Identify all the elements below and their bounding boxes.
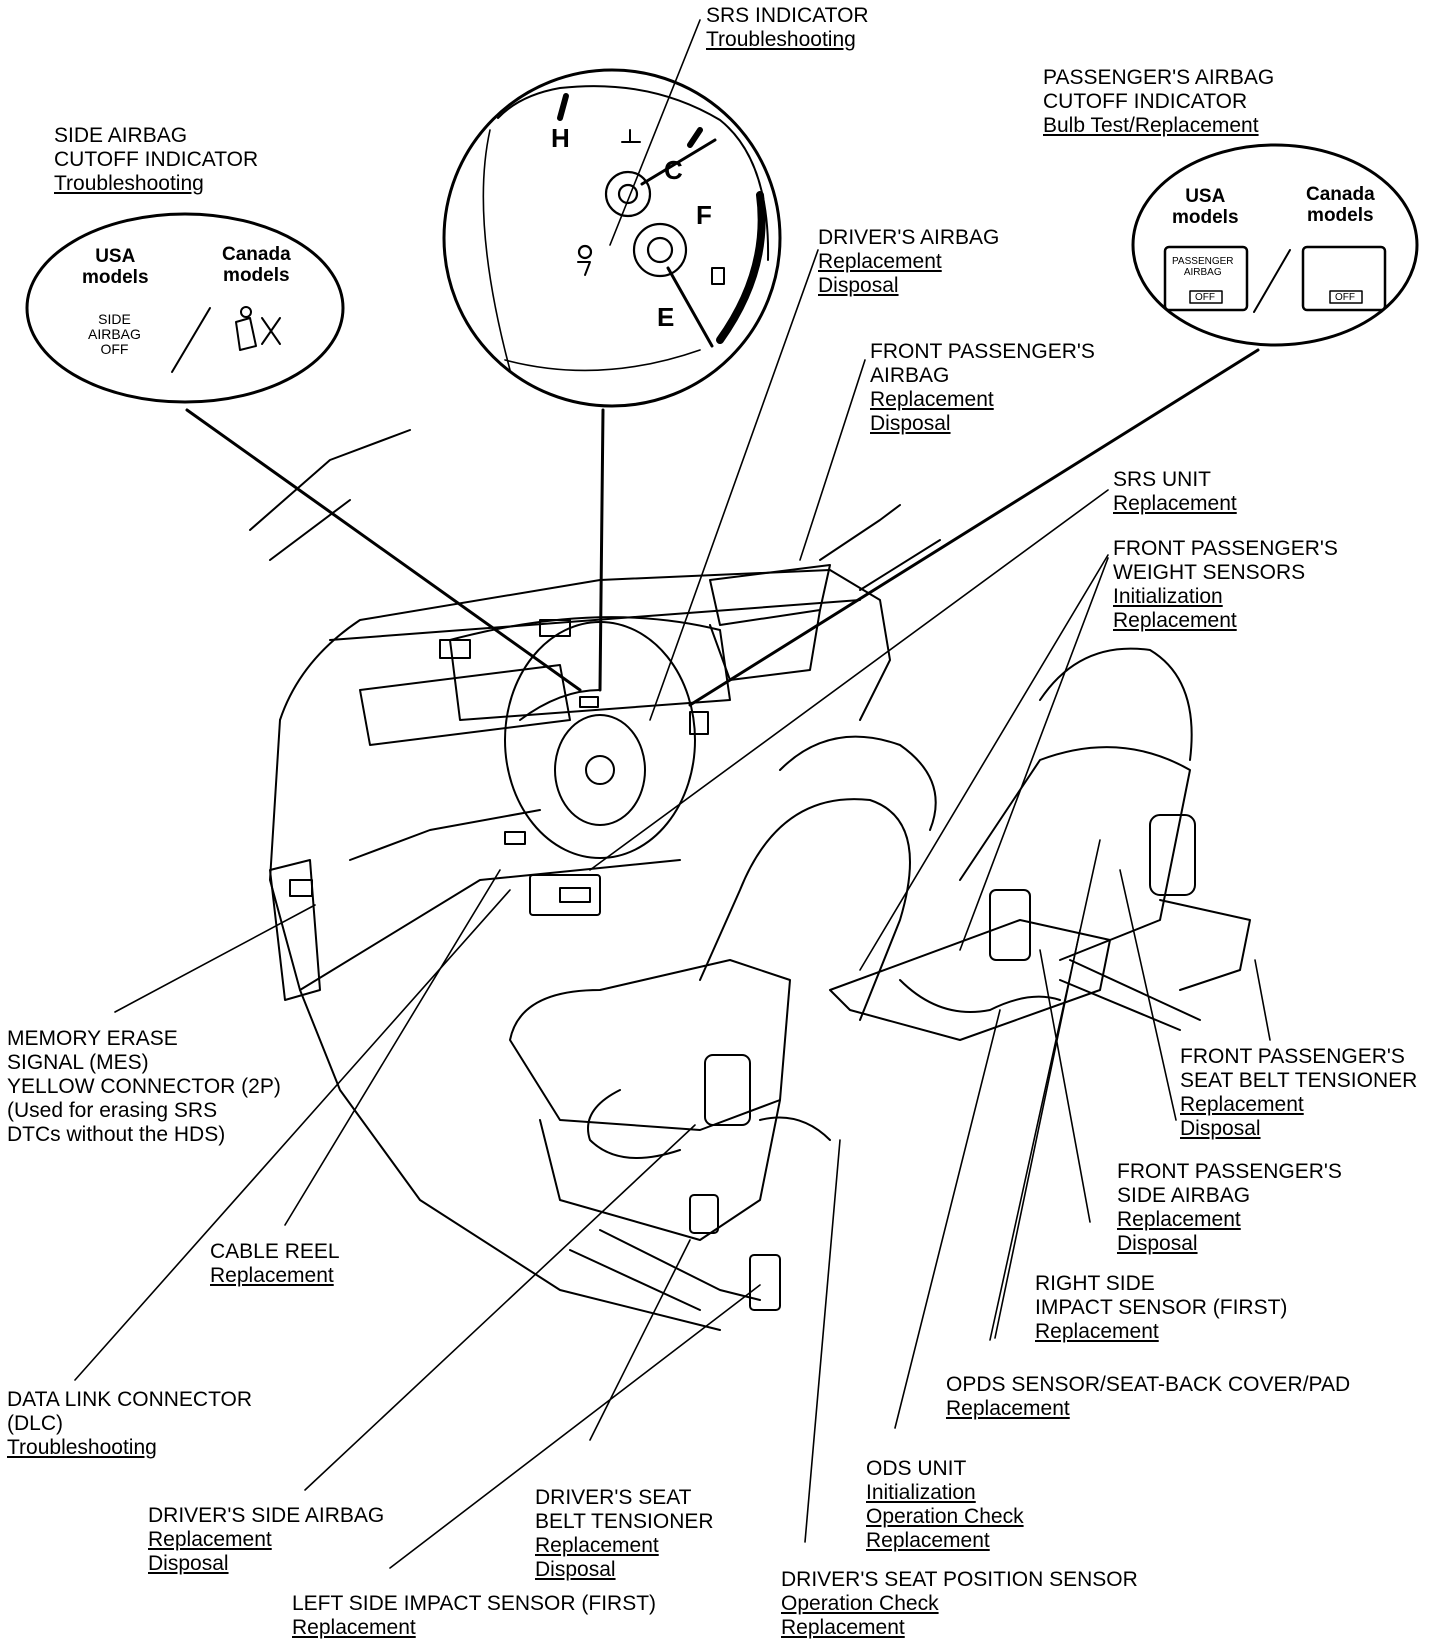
canada-models-label: Canada models xyxy=(222,244,291,286)
callout-title-line: AIRBAG xyxy=(870,364,950,387)
callout-procedure-link[interactable]: Replacement xyxy=(1035,1320,1159,1343)
callout-procedure-link[interactable]: Replacement xyxy=(148,1528,272,1551)
callout-title-line: DRIVER'S SIDE AIRBAG xyxy=(148,1504,385,1527)
callout-procedure-link[interactable]: Operation Check xyxy=(781,1592,939,1615)
gauge-cold-letter: C xyxy=(664,155,683,185)
callout-title-line: SIDE AIRBAG xyxy=(54,124,188,147)
left-impact-sensor-label: LEFT SIDE IMPACT SENSOR (FIRST)Replaceme… xyxy=(292,1592,656,1640)
callout-title-line: FRONT PASSENGER'S xyxy=(870,340,1095,363)
vehicle-interior xyxy=(249,429,1251,1331)
gauge-cluster-callout xyxy=(442,68,782,408)
callout-procedure-link[interactable]: Replacement xyxy=(946,1397,1070,1420)
callout-procedure-link[interactable]: Disposal xyxy=(148,1552,229,1575)
callout-title-line: IMPACT SENSOR (FIRST) xyxy=(1035,1296,1288,1319)
callout-procedure-link[interactable]: Replacement xyxy=(818,250,942,273)
callout-title-line: DRIVER'S SEAT xyxy=(535,1486,692,1509)
usa-models-label-right: USA models xyxy=(1172,186,1239,228)
callout-title-line: RIGHT SIDE xyxy=(1035,1272,1155,1295)
callout-procedure-link[interactable]: Disposal xyxy=(1180,1117,1261,1140)
callout-title-line: PASSENGER'S AIRBAG xyxy=(1043,66,1275,89)
callout-title-line: DTCs without the HDS) xyxy=(7,1123,226,1146)
callout-procedure-link[interactable]: Replacement xyxy=(870,388,994,411)
callout-title-line: CUTOFF INDICATOR xyxy=(54,148,259,171)
callout-title-line: DRIVER'S AIRBAG xyxy=(818,226,1000,249)
passenger-airbag-indicator-callout xyxy=(1131,143,1419,347)
callout-title-line: CUTOFF INDICATOR xyxy=(1043,90,1248,113)
callout-title-line: DRIVER'S SEAT POSITION SENSOR xyxy=(781,1568,1138,1591)
callout-title-line: MEMORY ERASE xyxy=(7,1027,178,1050)
callout-procedure-link[interactable]: Troubleshooting xyxy=(706,28,856,51)
side-airbag-off-indicator: SIDE AIRBAG OFF xyxy=(88,311,141,357)
callout-title-line: DATA LINK CONNECTOR xyxy=(7,1388,253,1411)
callout-title-line: CABLE REEL xyxy=(210,1240,340,1263)
callout-procedure-link[interactable]: Replacement xyxy=(210,1264,334,1287)
callout-procedure-link[interactable]: Replacement xyxy=(1113,609,1237,632)
off-text-canada: OFF xyxy=(1335,292,1355,303)
callout-procedure-link[interactable]: Troubleshooting xyxy=(7,1436,157,1459)
callout-title-line: LEFT SIDE IMPACT SENSOR (FIRST) xyxy=(292,1592,657,1615)
callout-title-line: BELT TENSIONER xyxy=(535,1510,714,1533)
callout-procedure-link[interactable]: Replacement xyxy=(781,1616,905,1639)
usa-models-label: USA models xyxy=(82,246,149,288)
callout-procedure-link[interactable]: Replacement xyxy=(866,1529,990,1552)
passenger-airbag-off-indicator: PASSENGER AIRBAG xyxy=(1172,256,1234,278)
gauge-empty-letter: E xyxy=(657,302,675,332)
gauge-hot-letter: H xyxy=(551,123,570,153)
callout-title-line: SEAT BELT TENSIONER xyxy=(1180,1069,1418,1092)
callout-title-line: YELLOW CONNECTOR (2P) xyxy=(7,1075,281,1098)
callout-procedure-link[interactable]: Disposal xyxy=(535,1558,616,1581)
callout-procedure-link[interactable]: Replacement xyxy=(1180,1093,1304,1116)
callout-procedure-link[interactable]: Disposal xyxy=(818,274,899,297)
gauge-full-letter: F xyxy=(696,200,712,230)
callout-procedure-link[interactable]: Troubleshooting xyxy=(54,172,204,195)
side-airbag-indicator-callout xyxy=(25,212,345,404)
callout-title-line: OPDS SENSOR/SEAT-BACK COVER/PAD xyxy=(946,1373,1351,1396)
callout-title-line: SIDE AIRBAG xyxy=(1117,1184,1251,1207)
dlc-label: DATA LINK CONNECTOR(DLC)Troubleshooting xyxy=(7,1388,252,1460)
callout-title-line: WEIGHT SENSORS xyxy=(1113,561,1306,584)
callout-procedure-link[interactable]: Operation Check xyxy=(866,1505,1024,1528)
callout-title-line: (Used for erasing SRS xyxy=(7,1099,218,1122)
callout-procedure-link[interactable]: Replacement xyxy=(1117,1208,1241,1231)
callout-procedure-link[interactable]: Initialization xyxy=(866,1481,976,1504)
callout-procedure-link[interactable]: Disposal xyxy=(1117,1232,1198,1255)
callout-title-line: FRONT PASSENGER'S xyxy=(1117,1160,1342,1183)
callout-title-line: SIGNAL (MES) xyxy=(7,1051,149,1074)
callout-procedure-link[interactable]: Replacement xyxy=(292,1616,416,1639)
callout-title-line: ODS UNIT xyxy=(866,1457,967,1480)
callout-procedure-link[interactable]: Replacement xyxy=(535,1534,659,1557)
callout-procedure-link[interactable]: Disposal xyxy=(870,412,951,435)
callout-procedure-link[interactable]: Bulb Test/Replacement xyxy=(1043,114,1259,137)
off-text-usa: OFF xyxy=(1195,292,1215,303)
callout-title-line: SRS INDICATOR xyxy=(706,4,869,27)
callout-title-line: (DLC) xyxy=(7,1412,63,1435)
callout-procedure-link[interactable]: Replacement xyxy=(1113,492,1237,515)
callout-procedure-link[interactable]: Initialization xyxy=(1113,585,1223,608)
callout-title-line: SRS UNIT xyxy=(1113,468,1212,491)
canada-models-label-right: Canada models xyxy=(1306,184,1375,226)
callout-title-line: FRONT PASSENGER'S xyxy=(1180,1045,1405,1068)
callout-title-line: FRONT PASSENGER'S xyxy=(1113,537,1338,560)
